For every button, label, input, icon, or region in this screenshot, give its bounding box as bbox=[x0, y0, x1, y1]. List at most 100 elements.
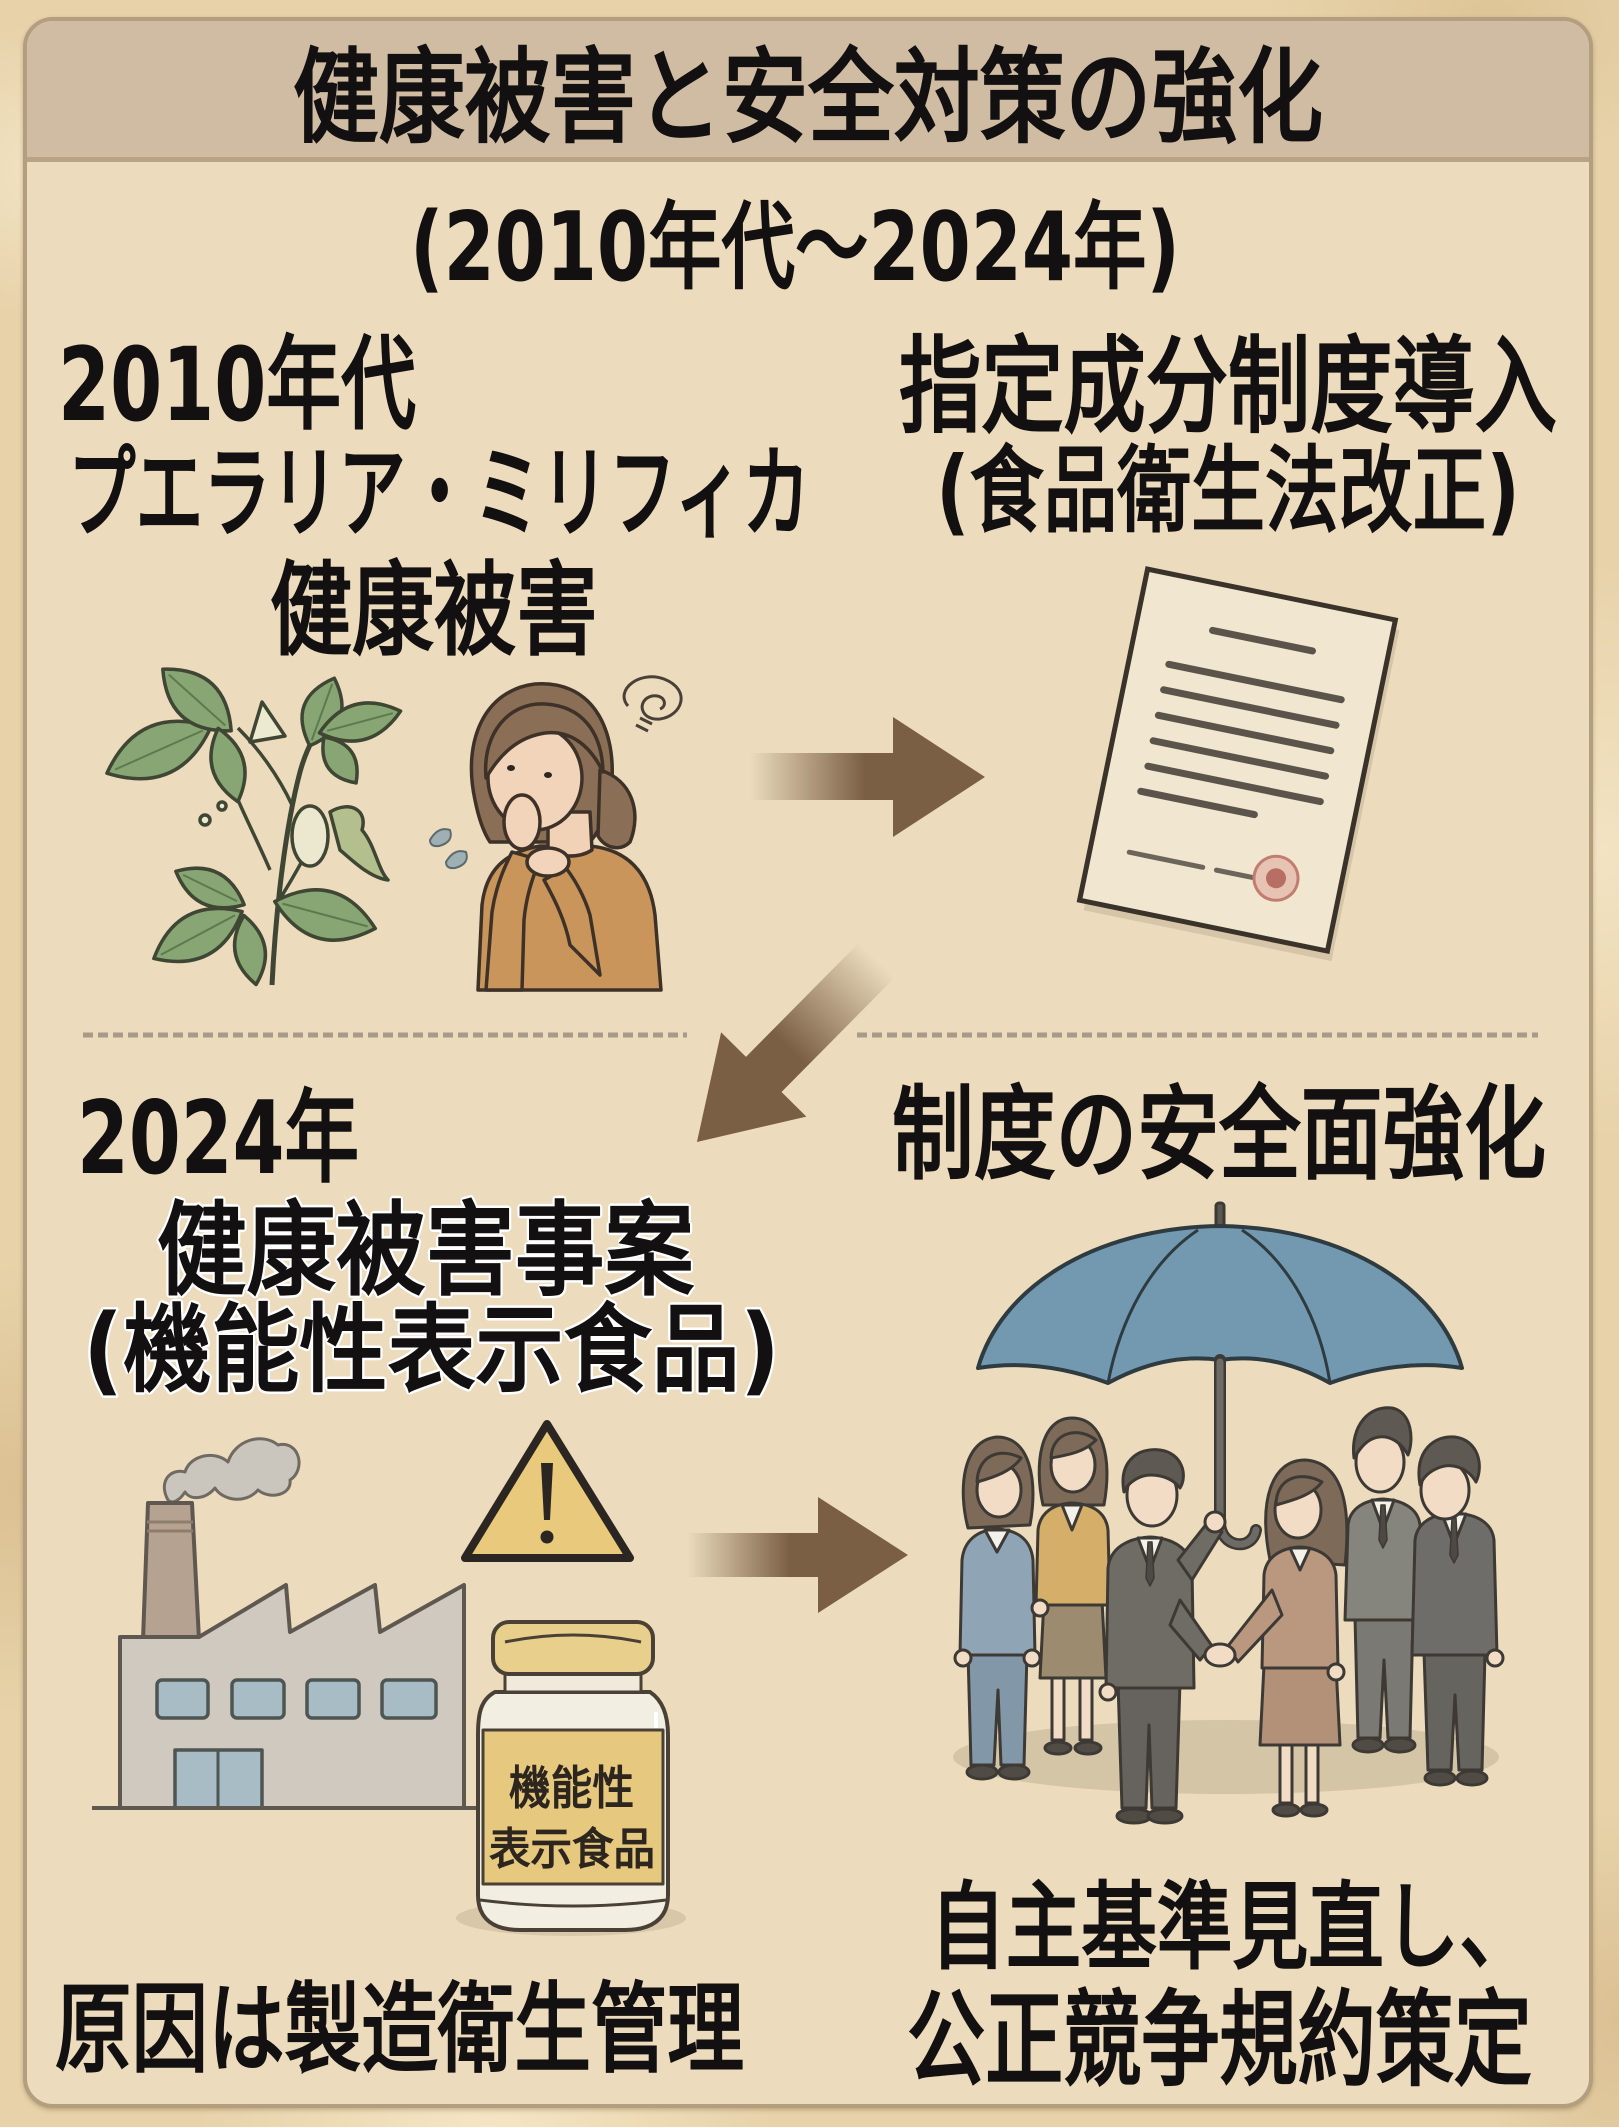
pueraria-plant-icon bbox=[105, 667, 403, 987]
leg bbox=[1278, 1741, 1294, 1805]
factory-smoke bbox=[162, 1437, 301, 1504]
hair bbox=[1121, 1448, 1185, 1494]
signature-line bbox=[1126, 849, 1206, 870]
bottle-label-line1: 機能性 bbox=[509, 1761, 634, 1815]
woman-eye bbox=[544, 772, 552, 778]
sneeze-droplet-icon bbox=[429, 828, 452, 848]
leaf bbox=[317, 701, 403, 743]
document-line bbox=[1137, 787, 1258, 819]
leaf bbox=[209, 726, 247, 804]
plant-bud bbox=[216, 800, 228, 812]
document-heading-line bbox=[1209, 626, 1316, 655]
handshake bbox=[1203, 1642, 1237, 1668]
stage-subject: プエラリア・ミリフィカ bbox=[68, 435, 810, 552]
tie bbox=[1145, 1541, 1155, 1587]
leaf bbox=[161, 667, 233, 733]
bottle-label bbox=[481, 1728, 665, 1886]
person-woman-yellow-jacket bbox=[1030, 1416, 1112, 1756]
supplement-bottle-icon bbox=[456, 1620, 686, 1936]
hand-on-handle bbox=[1203, 1510, 1227, 1534]
umbrella-rib bbox=[1106, 1228, 1199, 1384]
pants bbox=[1422, 1650, 1487, 1772]
dizzy-spiral-icon bbox=[622, 675, 683, 733]
plant-flower bbox=[328, 805, 390, 882]
person-man-dark-suit bbox=[1410, 1435, 1505, 1787]
stage-year: 2024年 bbox=[77, 1079, 359, 1197]
woman-hand bbox=[525, 846, 571, 878]
stage-early-response: 指定成分制度導入 (食品衛生法改正) bbox=[899, 326, 1557, 962]
extended-arm bbox=[1226, 1588, 1284, 1664]
hair bbox=[1417, 1435, 1481, 1487]
group-ground-shadow bbox=[953, 1720, 1499, 1794]
skirt bbox=[1038, 1598, 1108, 1680]
collar bbox=[1060, 1503, 1084, 1532]
person-woman-pink-suit bbox=[1226, 1458, 1349, 1818]
factory-icon bbox=[92, 1437, 478, 1810]
woman-bangs bbox=[483, 702, 605, 780]
stage-outcome-line1: 自主基準見直し、 bbox=[930, 1873, 1535, 1983]
hand bbox=[1098, 1682, 1118, 1702]
document-line bbox=[1165, 660, 1345, 704]
collar bbox=[1288, 1546, 1312, 1572]
person-man-holding-umbrella bbox=[1098, 1448, 1227, 1825]
bottle-cap-rim bbox=[504, 1633, 642, 1644]
leaf bbox=[273, 888, 377, 942]
document-line bbox=[1154, 711, 1335, 755]
stage-year: 2010年代 bbox=[58, 326, 416, 445]
plant-bud bbox=[248, 700, 287, 744]
stage-early-incident: 2010年代 プエラリア・ミリフィカ 健康被害 bbox=[58, 326, 810, 992]
seal-stamp-mark bbox=[1266, 868, 1287, 889]
plant-flower bbox=[290, 804, 330, 868]
person-woman-blue-suit bbox=[953, 1435, 1042, 1781]
shoe bbox=[1271, 1802, 1301, 1818]
bangs bbox=[1274, 1475, 1324, 1507]
extended-arm bbox=[1168, 1598, 1214, 1662]
leaf bbox=[321, 735, 359, 785]
document-line bbox=[1144, 762, 1324, 806]
hand bbox=[1022, 1648, 1042, 1668]
document-line bbox=[1160, 686, 1340, 729]
bangs bbox=[1049, 1431, 1098, 1460]
umbrella-shaft bbox=[1214, 1354, 1262, 1551]
exclamation-dot bbox=[540, 1530, 554, 1544]
leg bbox=[1050, 1674, 1066, 1742]
tie bbox=[1449, 1517, 1459, 1564]
stage-event: 健康被害事案 bbox=[157, 1192, 695, 1311]
warning-triangle-icon bbox=[461, 1420, 634, 1562]
shoe bbox=[1455, 1769, 1489, 1787]
factory-window bbox=[230, 1678, 286, 1720]
pants bbox=[1116, 1680, 1182, 1810]
bottle-cap bbox=[491, 1620, 655, 1676]
leg bbox=[1078, 1674, 1094, 1742]
factory-window bbox=[155, 1678, 210, 1720]
shoe bbox=[1146, 1807, 1184, 1825]
shoe bbox=[1043, 1740, 1073, 1756]
bottle-base-line bbox=[479, 1898, 667, 1908]
hand bbox=[1326, 1662, 1346, 1682]
official-document-icon bbox=[1076, 566, 1400, 962]
leg bbox=[1304, 1741, 1320, 1805]
sick-woman-icon bbox=[429, 675, 683, 992]
arrow-shape bbox=[696, 942, 895, 1142]
woman-eye bbox=[507, 765, 515, 771]
shoe bbox=[1073, 1740, 1103, 1756]
woman-arm bbox=[542, 866, 602, 977]
flow-arrow-right-2 bbox=[687, 1497, 908, 1613]
shoe bbox=[997, 1763, 1031, 1781]
hand bbox=[953, 1648, 973, 1668]
stage-event: 健康被害 bbox=[270, 552, 598, 671]
hair bbox=[1352, 1406, 1413, 1460]
plant-bud bbox=[198, 813, 212, 827]
bottle-label-line2: 表示食品 bbox=[489, 1824, 655, 1875]
stage-heading: 制度の安全面強化 bbox=[892, 1076, 1546, 1195]
woman-hand bbox=[502, 793, 542, 851]
leaf bbox=[174, 866, 246, 910]
leaf bbox=[152, 906, 244, 964]
stage-recent-response: 制度の安全面強化 bbox=[892, 1076, 1546, 2101]
pants bbox=[1353, 1615, 1415, 1740]
shoe bbox=[965, 1763, 999, 1781]
stage-measure: 指定成分制度導入 bbox=[899, 326, 1557, 448]
stage-recent-incident: 2024年 健康被害事案 (機能性表示食品) bbox=[55, 1079, 783, 2087]
